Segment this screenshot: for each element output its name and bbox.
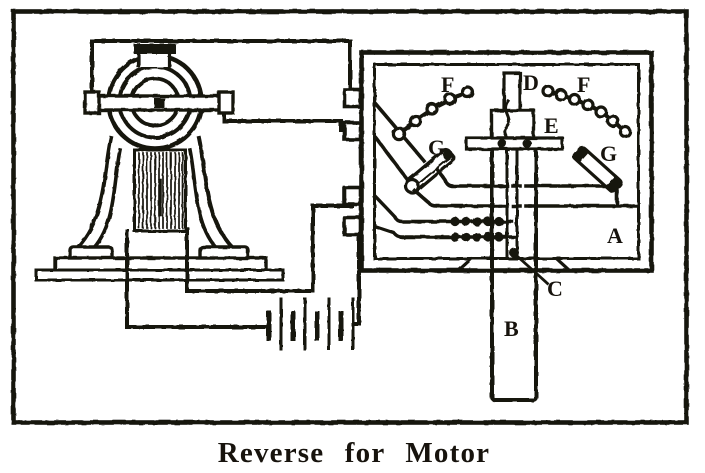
crossbar-contact-left bbox=[497, 139, 507, 148]
motor-brush-bar bbox=[83, 90, 235, 115]
wire-brush-left-to-terminal1 bbox=[90, 39, 352, 99]
field-coil-hatching bbox=[138, 152, 184, 229]
coil-wire-upper-line bbox=[373, 194, 514, 224]
label-resistance-left: G bbox=[428, 135, 445, 160]
contact-links-left bbox=[400, 90, 466, 134]
resistance-left-end-dot bbox=[442, 149, 454, 161]
contact-stud bbox=[443, 92, 457, 106]
motor bbox=[34, 43, 285, 282]
contact-stud bbox=[391, 126, 407, 142]
wire-cross-lower-left bbox=[411, 187, 502, 208]
coil-turn-bead bbox=[483, 216, 493, 227]
contact-chain-left bbox=[391, 85, 475, 142]
label-contacts-left: F bbox=[441, 72, 454, 97]
motor-leg-left-inner bbox=[88, 147, 123, 254]
motor-field-coil bbox=[133, 148, 187, 233]
contact-stud bbox=[541, 84, 555, 98]
pivot-leader-line bbox=[515, 254, 549, 285]
coil-turn-bead bbox=[494, 216, 504, 227]
contact-stud bbox=[581, 98, 595, 112]
crossbar-contact-right bbox=[522, 139, 532, 148]
coil-turn-bead bbox=[483, 232, 493, 242]
label-board: A bbox=[607, 223, 623, 248]
contact-chain-right bbox=[541, 84, 632, 139]
coil-wire-lower-line bbox=[373, 224, 519, 239]
terminal-post-2 bbox=[342, 120, 363, 142]
contact-stud bbox=[594, 105, 608, 119]
switch-board bbox=[342, 50, 654, 402]
motor-brush-cap-left bbox=[83, 90, 101, 115]
label-lever: B bbox=[504, 316, 519, 341]
coil-wire-upper bbox=[373, 194, 514, 227]
coil-turn-bead bbox=[450, 232, 460, 242]
motor-top-cap bbox=[134, 44, 176, 54]
contact-stud bbox=[425, 102, 439, 116]
motor-leg-right-inner bbox=[187, 147, 222, 254]
terminal-post-4 bbox=[342, 215, 363, 237]
contact-stud bbox=[554, 88, 568, 102]
coil-turn-bead bbox=[472, 216, 482, 227]
lever-rod-lines bbox=[505, 147, 519, 258]
label-crossbar: E bbox=[544, 113, 559, 138]
battery-long-plates bbox=[279, 297, 355, 351]
coil-turn-bead bbox=[472, 232, 482, 242]
contact-stud bbox=[606, 114, 620, 128]
figure-frame bbox=[11, 9, 689, 425]
coil-turn-bead bbox=[450, 216, 460, 227]
labels: A B C D E F F G G Reverse for Motor bbox=[218, 70, 623, 469]
motor-base-plate-lower bbox=[34, 268, 285, 282]
label-pivot: C bbox=[547, 276, 563, 301]
board-outer-border bbox=[359, 50, 654, 273]
lever-bracket-left bbox=[456, 256, 474, 273]
wire-battery-to-terminal4 bbox=[351, 232, 361, 326]
motor-leg-left-outer bbox=[71, 135, 114, 254]
lever-crossbar bbox=[464, 136, 564, 151]
contact-stud bbox=[460, 85, 475, 99]
contact-stud bbox=[408, 114, 423, 128]
coil-turn-bead bbox=[461, 216, 471, 227]
coil-turn-bead bbox=[494, 232, 504, 242]
lever-assembly bbox=[464, 71, 564, 285]
wire-cross-upper-left bbox=[434, 166, 502, 188]
figure-caption: Reverse for Motor bbox=[218, 437, 491, 469]
board-inner-border bbox=[373, 63, 640, 260]
terminal-post-3 bbox=[342, 185, 363, 207]
coil-wire-lower bbox=[373, 224, 519, 242]
resistance-right-end-cap bbox=[606, 176, 623, 194]
motor-shaft-nut bbox=[154, 98, 165, 108]
wire-field-to-battery bbox=[125, 229, 269, 329]
battery-short-plates bbox=[266, 311, 344, 341]
motor-leg-right-outer bbox=[196, 135, 239, 254]
terminal-post-1 bbox=[342, 87, 363, 109]
lever-block bbox=[489, 108, 536, 140]
resistance-right bbox=[572, 145, 623, 194]
contact-stud bbox=[567, 92, 582, 107]
motor-brush-cap-right bbox=[217, 90, 235, 115]
label-contacts-right: F bbox=[577, 72, 590, 97]
resistance-left-axis-line bbox=[416, 158, 449, 186]
battery bbox=[266, 232, 361, 351]
coil-turn-bead bbox=[461, 232, 471, 242]
label-knob: D bbox=[523, 70, 539, 95]
label-resistance-right: G bbox=[600, 141, 617, 166]
contact-stud bbox=[618, 124, 632, 139]
wire-cross-lower bbox=[411, 187, 639, 208]
lever-bracket-right bbox=[554, 256, 572, 273]
wire-brush-right-to-terminal2 bbox=[222, 108, 347, 132]
resistance-right-end-cap bbox=[572, 145, 589, 163]
wire-diagonal-lower bbox=[373, 135, 413, 186]
